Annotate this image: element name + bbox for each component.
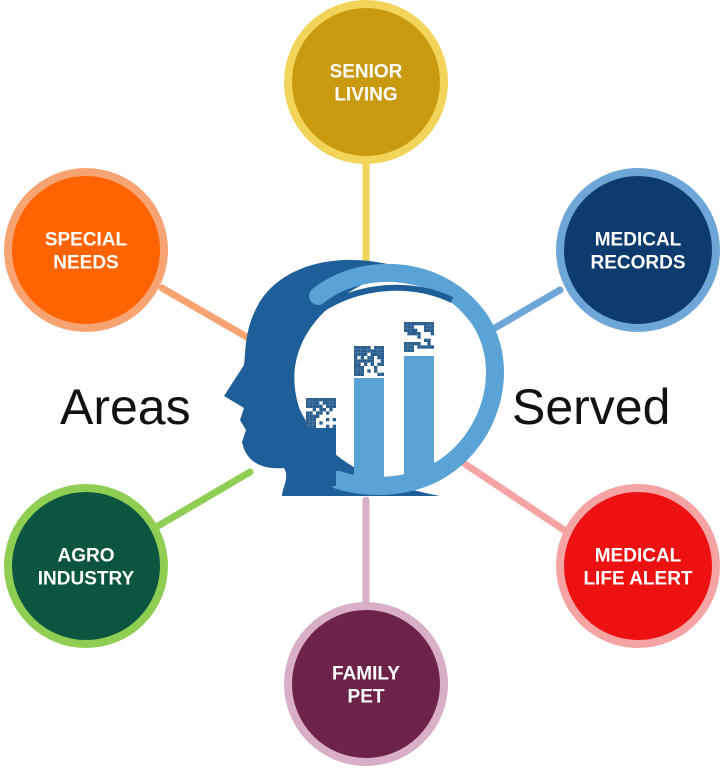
node-label-line: LIVING [334, 85, 397, 106]
connector-lines [154, 160, 568, 608]
node-circle [284, 0, 448, 164]
node-label-line: SPECIAL [45, 230, 128, 251]
head-outline-arc [309, 264, 504, 495]
node-label-line: PET [348, 687, 385, 708]
node-label-line: MEDICAL [595, 546, 682, 567]
node-label-line: INDUSTRY [38, 569, 135, 590]
qr-code-icon [306, 398, 336, 428]
chart-bar-3 [404, 356, 434, 476]
node-circle [4, 484, 168, 648]
node-label-line: RECORDS [590, 253, 685, 274]
node-circle [4, 168, 168, 332]
connector-medical-records [484, 286, 564, 336]
node-label-line: SENIOR [330, 62, 403, 83]
node-circle [556, 484, 720, 648]
connector-agro-industry [154, 468, 254, 530]
heading-left-word: Areas [60, 379, 191, 435]
node-label-line: FAMILY [332, 664, 400, 685]
connector-medical-life-alert [458, 458, 568, 534]
qr-code-icon [404, 322, 434, 352]
node-label-line: AGRO [58, 546, 115, 567]
qr-code-icon [354, 346, 384, 376]
head-with-qr-bar-chart-icon [224, 259, 504, 496]
node-circle [556, 168, 720, 332]
connector-special-needs [158, 284, 256, 344]
node-label-line: NEEDS [53, 253, 118, 274]
chart-bar-2 [354, 378, 384, 484]
head-inner-arc [297, 284, 454, 332]
node-label-line: MEDICAL [595, 230, 682, 251]
heading-right-word: Served [512, 379, 671, 435]
node-label-line: LIFE ALERT [583, 569, 692, 590]
node-circle [284, 602, 448, 766]
chart-bar-1 [306, 428, 336, 486]
head-silhouette [224, 259, 440, 496]
